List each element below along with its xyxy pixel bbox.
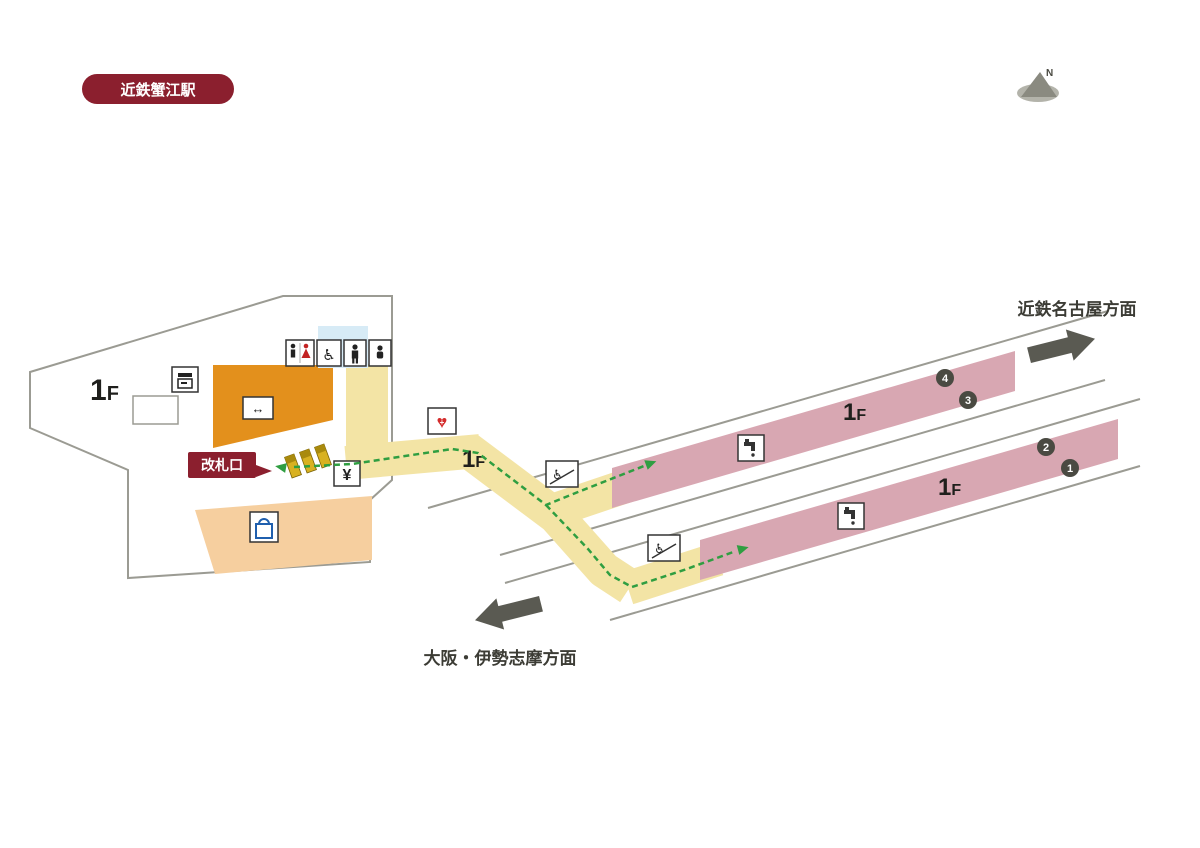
toilet-icon xyxy=(285,339,315,367)
washbasin-icon-platform12 xyxy=(837,502,865,530)
wheelchair-ramp-icon-lower: ♿ xyxy=(647,534,681,562)
track-number-3: 3 xyxy=(959,391,977,409)
aed-cross-glyph: + xyxy=(440,418,445,427)
wheelchair-glyph: ♿ xyxy=(322,347,335,364)
platform-1-2 xyxy=(700,419,1118,580)
track-number-3-text: 3 xyxy=(965,395,971,407)
track-number-2-text: 2 xyxy=(1043,442,1049,454)
route-arrowhead-platform12 xyxy=(736,545,749,555)
accessible-route xyxy=(293,447,737,589)
ticket-gate-text: 改札口 xyxy=(201,457,243,473)
platform-3-4 xyxy=(612,351,1015,508)
yen-glyph: ¥ xyxy=(343,467,352,484)
track-number-2: 2 xyxy=(1037,438,1055,456)
track-number-4-text: 4 xyxy=(942,373,949,385)
accessible-route-lower xyxy=(545,504,737,589)
wheelchair-glyph: ♿ xyxy=(654,541,666,556)
wheelchair-ramp-icon-upper: ♿ xyxy=(545,460,579,488)
aed-icon: ♥ + xyxy=(427,407,457,435)
track-number-4: 4 xyxy=(936,369,954,387)
gate-machine xyxy=(299,448,317,474)
gate-machine xyxy=(284,453,302,479)
aed-heart-glyph: ♥ xyxy=(437,412,448,432)
multipurpose-room-icon xyxy=(343,339,367,367)
compass-icon: N xyxy=(1017,68,1059,102)
washbasin-icon-platform34 xyxy=(737,434,765,462)
track-number-1-text: 1 xyxy=(1067,463,1073,475)
wheelchair-glyph: ♿ xyxy=(552,467,564,482)
accessible-route-upper xyxy=(293,447,645,507)
ticket-machine-icon xyxy=(171,366,199,393)
station-name-badge: 近鉄蟹江駅 xyxy=(82,74,234,104)
ticket-gate-machines xyxy=(284,443,332,479)
concourse-room xyxy=(132,395,179,425)
kiosk-icon xyxy=(249,511,279,543)
floor-label-concourse: 1F xyxy=(90,374,119,407)
compass-north-text: N xyxy=(1046,68,1053,79)
elevator-arrows-glyph: ↔ xyxy=(252,401,265,416)
direction-arrow-nagoya xyxy=(1027,329,1095,363)
floor-label-platform12: 1F xyxy=(938,474,961,501)
baby-room-icon xyxy=(368,339,392,367)
track-number-1: 1 xyxy=(1061,459,1079,477)
station-name-text: 近鉄蟹江駅 xyxy=(120,81,196,99)
route-arrowhead-platform34 xyxy=(644,460,657,470)
track-line-3 xyxy=(499,379,1106,556)
route-arrowhead-gate xyxy=(275,463,287,473)
ticket-gate-label: 改札口 xyxy=(188,452,272,478)
direction-arrow-osaka xyxy=(475,596,543,630)
accessible-toilet-icon: ♿ xyxy=(316,339,342,367)
gate-machine xyxy=(314,443,332,469)
direction-label-osaka: 大阪・伊勢志摩方面 xyxy=(424,648,577,668)
elevator-icon: ↔ xyxy=(242,396,274,420)
track-line-4 xyxy=(427,310,1109,509)
floor-label-corridor: 1F xyxy=(462,446,485,473)
track-line-1 xyxy=(609,465,1141,621)
direction-label-nagoya: 近鉄名古屋方面 xyxy=(1018,299,1137,319)
shop-zone xyxy=(195,496,372,574)
floor-label-platform34: 1F xyxy=(843,399,866,426)
